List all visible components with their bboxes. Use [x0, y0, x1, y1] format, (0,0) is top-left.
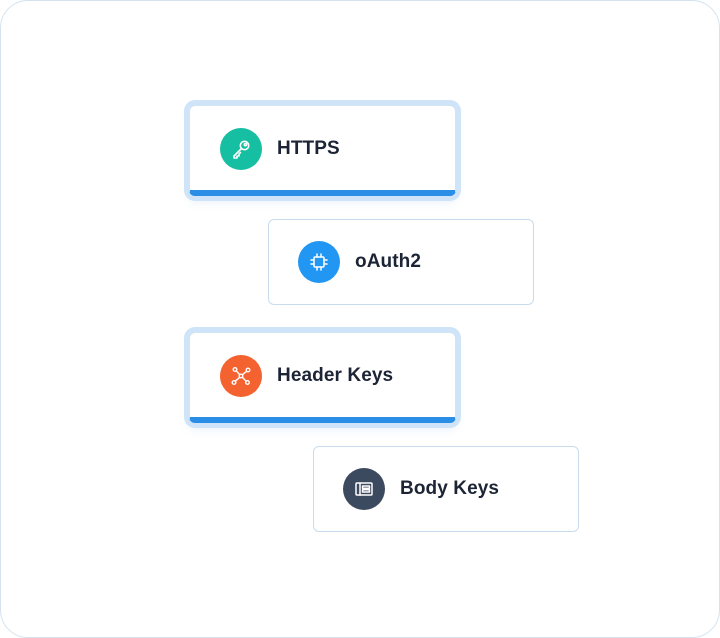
key-icon	[220, 128, 262, 170]
card-label: HTTPS	[277, 138, 340, 159]
card-https[interactable]: HTTPS	[189, 105, 456, 196]
card-label: oAuth2	[355, 251, 422, 272]
card-label: Body Keys	[400, 478, 500, 499]
network-nodes-icon	[220, 355, 262, 397]
card-label: Header Keys	[277, 365, 394, 386]
card-body-keys[interactable]: Body Keys	[313, 446, 579, 532]
card-oauth2[interactable]: oAuth2	[268, 219, 534, 305]
list-layers-icon	[343, 468, 385, 510]
chip-icon	[298, 241, 340, 283]
card-header-keys[interactable]: Header Keys	[189, 332, 456, 423]
